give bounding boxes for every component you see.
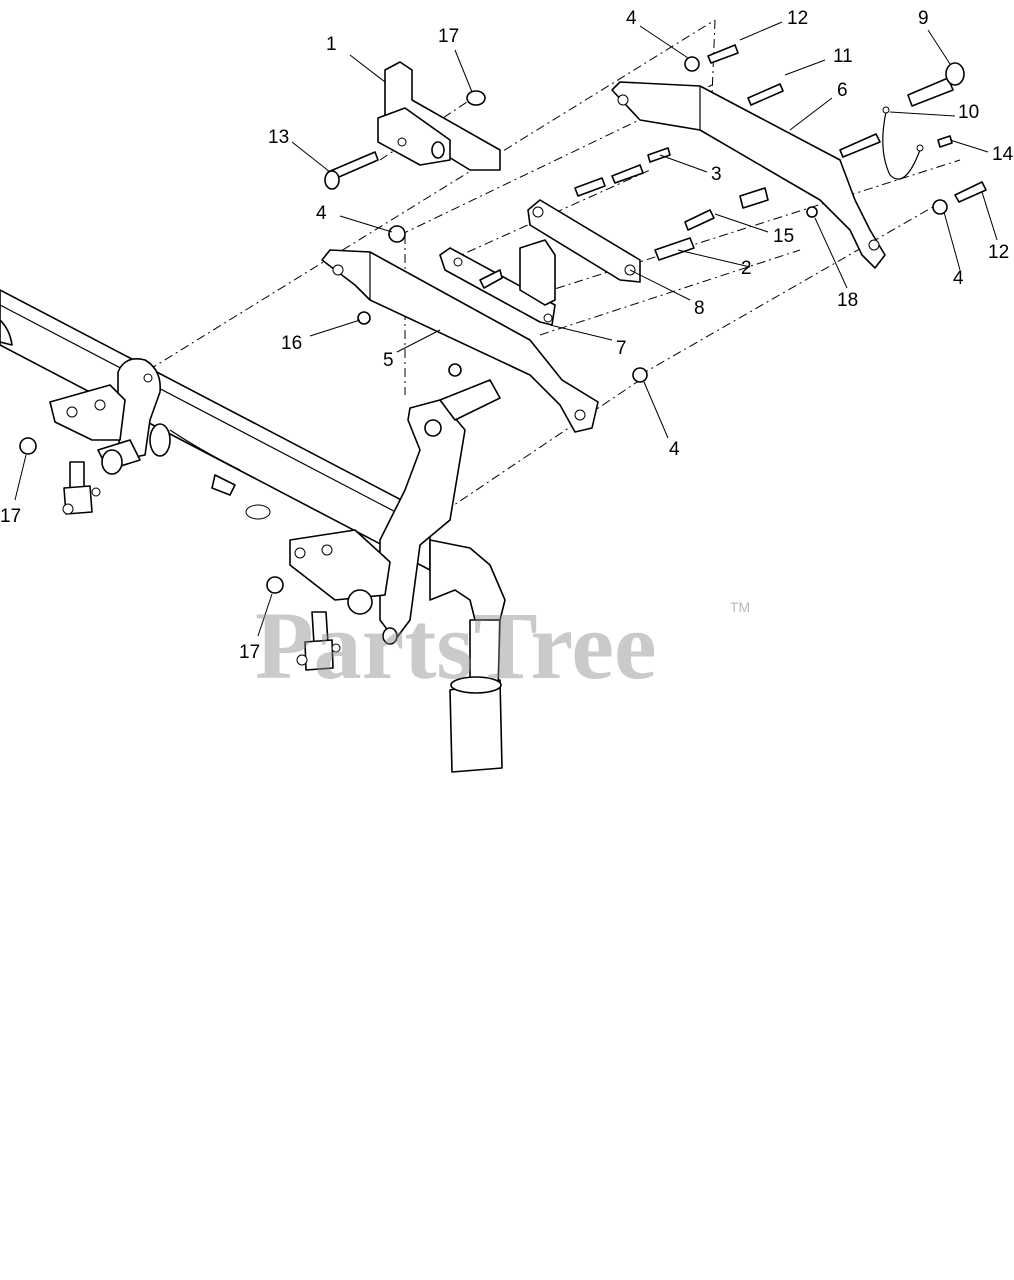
callout-6: 6 bbox=[837, 80, 848, 101]
callout-13: 13 bbox=[268, 127, 289, 148]
hardware bbox=[357, 44, 987, 383]
callout-18: 18 bbox=[837, 290, 858, 311]
callout-10: 10 bbox=[958, 102, 979, 123]
callout-16: 16 bbox=[281, 333, 302, 354]
callout-8: 8 bbox=[694, 298, 705, 319]
callout-17: 17 bbox=[239, 642, 260, 663]
callout-1: 1 bbox=[326, 34, 337, 55]
callout-labels: 1 17 4 12 9 11 6 10 14 13 3 4 15 2 12 4 … bbox=[0, 8, 1014, 663]
callout-4: 4 bbox=[669, 439, 680, 460]
callout-9: 9 bbox=[918, 8, 929, 29]
callout-12: 12 bbox=[787, 8, 808, 29]
frame-tube bbox=[0, 289, 431, 571]
right-pivot-assembly bbox=[266, 529, 398, 671]
callout-17: 17 bbox=[438, 26, 459, 47]
callout-12: 12 bbox=[988, 242, 1009, 263]
callout-11: 11 bbox=[833, 46, 853, 67]
watermark-brand: PartsTree bbox=[255, 592, 657, 699]
callout-14: 14 bbox=[992, 144, 1014, 165]
pedal-arm bbox=[379, 379, 506, 773]
callout-4: 4 bbox=[316, 203, 327, 224]
callout-15: 15 bbox=[773, 226, 794, 247]
callout-2: 2 bbox=[741, 258, 752, 279]
callout-4: 4 bbox=[953, 268, 964, 289]
left-pivot-assembly bbox=[19, 358, 171, 515]
upper-bracket bbox=[324, 61, 501, 190]
callout-4: 4 bbox=[626, 8, 637, 29]
watermark-trademark: TM bbox=[730, 599, 750, 615]
mounting-brackets bbox=[439, 199, 641, 326]
callout-7: 7 bbox=[616, 338, 627, 359]
rear-bracket bbox=[611, 81, 886, 269]
leader-lines bbox=[14, 21, 998, 637]
front-plate bbox=[321, 249, 599, 433]
callout-5: 5 bbox=[383, 350, 394, 371]
callout-3: 3 bbox=[711, 164, 722, 185]
callout-17: 17 bbox=[0, 506, 21, 527]
partstree-watermark: PartsTree TM bbox=[255, 592, 750, 699]
